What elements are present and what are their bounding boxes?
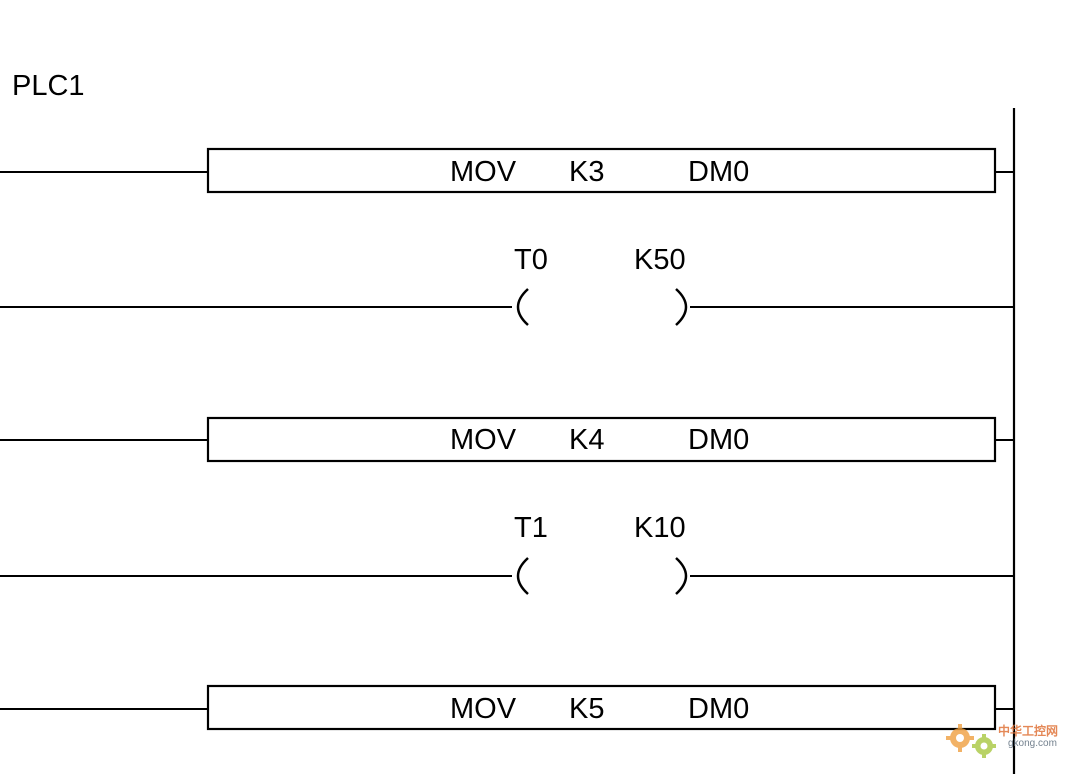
gear-logo-icon xyxy=(946,724,996,758)
rung-3-dest: DM0 xyxy=(688,424,750,456)
rung-4 xyxy=(0,557,1014,595)
rung-4-coil-left-paren xyxy=(516,557,529,595)
rung-2 xyxy=(0,288,1014,326)
rung-5 xyxy=(0,684,1014,731)
watermark-site-url: gkong.com xyxy=(1008,738,1057,749)
watermark: 中华工控网 gkong.com xyxy=(940,716,1070,766)
rung-1-op: MOV xyxy=(450,156,517,188)
rung-1-source: K3 xyxy=(569,156,605,188)
rung-5-instruction-box xyxy=(206,684,997,731)
rung-5-dest: DM0 xyxy=(688,693,750,725)
rung-1-instruction-box xyxy=(206,147,997,194)
diagram-title: PLC1 xyxy=(12,70,85,102)
rung-1-dest: DM0 xyxy=(688,156,750,188)
rung-4-coil-right-paren xyxy=(675,557,688,595)
watermark-site-name: 中华工控网 xyxy=(998,724,1059,738)
rung-1 xyxy=(0,147,1014,194)
rung-3-op: MOV xyxy=(450,424,517,456)
rung-3 xyxy=(0,416,1014,463)
rung-5-op: MOV xyxy=(450,693,517,725)
rung-4-timer-name: T1 xyxy=(514,512,548,544)
rung-3-source: K4 xyxy=(569,424,605,456)
rung-2-coil-left-paren xyxy=(516,288,529,326)
rung-2-timer-preset: K50 xyxy=(634,244,686,276)
rung-5-source: K5 xyxy=(569,693,605,725)
rung-4-timer-preset: K10 xyxy=(634,512,686,544)
rung-2-coil-right-paren xyxy=(675,288,688,326)
rung-2-timer-name: T0 xyxy=(514,244,548,276)
